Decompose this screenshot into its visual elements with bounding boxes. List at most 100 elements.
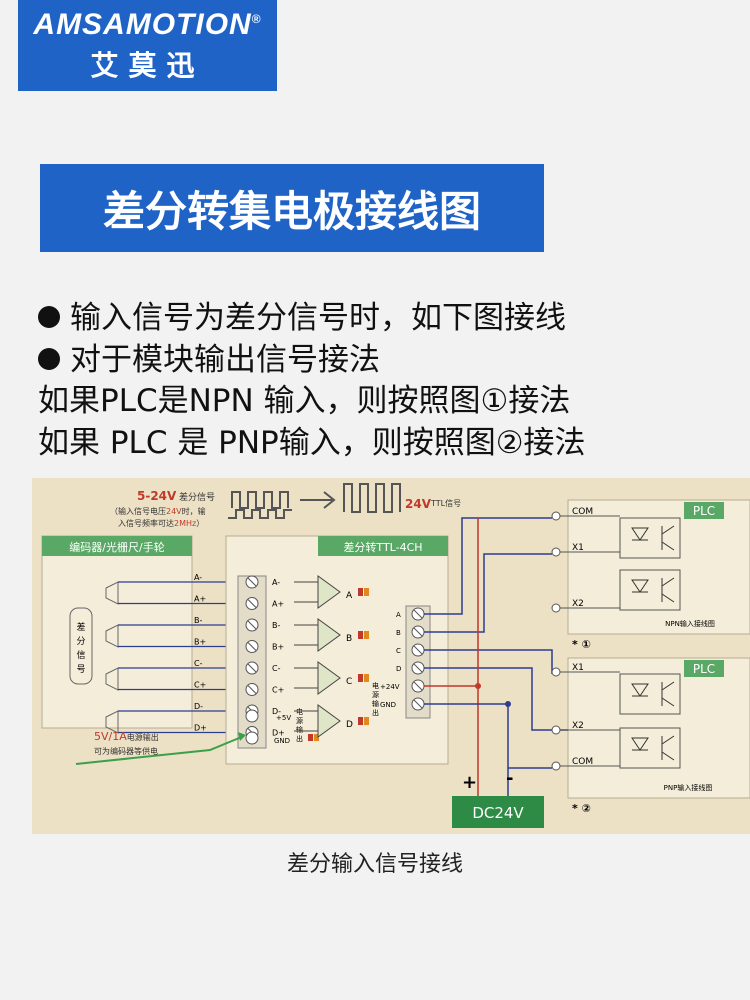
encoder-pin-label: D- xyxy=(194,702,203,711)
svg-text:源: 源 xyxy=(372,690,379,699)
svg-text:输: 输 xyxy=(296,725,303,734)
power-note-2: 可为编码器等供电 xyxy=(94,746,158,756)
module-input-label: A+ xyxy=(272,600,284,609)
encoder-pin-label: B- xyxy=(194,616,202,625)
npn-optocoupler-2 xyxy=(619,569,681,611)
screw-slot xyxy=(247,663,257,673)
led-red xyxy=(358,588,363,596)
pnp-optocoupler-2 xyxy=(619,727,681,769)
led-orange xyxy=(364,588,369,596)
mark-1: * ① xyxy=(572,638,591,651)
led-orange xyxy=(364,674,369,682)
pnp-optocoupler-1 xyxy=(619,673,681,715)
pnp-com-label: COM xyxy=(572,757,593,767)
svg-text:信: 信 xyxy=(76,649,85,661)
svg-text:差: 差 xyxy=(76,621,85,633)
module-title: 差分转TTL-4CH xyxy=(343,540,422,554)
plc-terminal-icon xyxy=(551,547,561,557)
npn-com-label: COM xyxy=(572,507,593,517)
ttl-wave-icon xyxy=(343,483,401,513)
module-input-label: D- xyxy=(272,707,281,716)
mark-2: * ② xyxy=(572,802,591,815)
page-title: 差分转集电极接线图 xyxy=(40,164,544,252)
svg-text:输: 输 xyxy=(372,699,379,708)
brand-cn-name: 艾莫迅 xyxy=(90,49,205,82)
module-output-label: D xyxy=(396,665,401,673)
encoder-title: 编码器/光栅尺/手轮 xyxy=(69,540,164,554)
led-power-red xyxy=(308,734,313,741)
plc-terminal-icon xyxy=(551,511,561,521)
wire-c xyxy=(424,649,553,674)
module-input-label: C+ xyxy=(272,686,284,695)
output-note: TTL信号 xyxy=(430,498,461,508)
npn-x1-label: X1 xyxy=(572,543,584,553)
diff-signal-box xyxy=(69,607,93,685)
text-line-3: 如果PLC是NPN 输入，则按照图①接法 xyxy=(38,383,571,419)
amplifier-icon xyxy=(294,618,341,652)
led-power-orange xyxy=(314,734,319,741)
module-input-label: A- xyxy=(272,578,280,587)
power-term-5v: +5V xyxy=(276,714,291,722)
screw-slot xyxy=(413,663,423,673)
pnp-x1-label: X1 xyxy=(572,663,584,673)
input-voltage-label: 5-24V xyxy=(137,489,177,503)
npn-opto-icon-2 xyxy=(631,577,675,603)
pnp-opto-icon-1 xyxy=(631,681,675,707)
dc24v-label: DC24V xyxy=(472,804,524,822)
screw-slot xyxy=(247,642,257,651)
screw-slot xyxy=(247,685,257,694)
plc-terminal-icon xyxy=(551,761,561,771)
plc-npn-badge xyxy=(684,502,724,519)
svg-text:源: 源 xyxy=(296,716,303,725)
led-red xyxy=(358,674,363,682)
plc-npn-label: PLC xyxy=(693,504,715,518)
module-output-label: B xyxy=(396,629,401,637)
module-output-label: +24V xyxy=(380,683,400,691)
module-input-label: D+ xyxy=(272,729,285,738)
wire-b xyxy=(424,553,552,633)
screw-slot xyxy=(247,577,257,587)
bullet-line-2: 对于模块输出信号接法 xyxy=(38,341,380,379)
screw-slot xyxy=(413,681,423,691)
led-orange xyxy=(364,717,369,725)
supply-minus: - xyxy=(506,768,513,789)
input-note: 差分信号 xyxy=(179,491,215,503)
led-red xyxy=(358,717,363,725)
encoder-pin-label: C- xyxy=(194,659,203,668)
svg-text:出: 出 xyxy=(296,734,303,743)
screw-slot xyxy=(413,645,423,655)
amplifier-icon xyxy=(294,661,341,695)
diff-wave-icon-2 xyxy=(228,509,292,519)
plc-pnp-label: PLC xyxy=(693,662,715,676)
npn-x2-label: X2 xyxy=(572,599,584,609)
channel-label: D xyxy=(346,720,353,730)
module-input-label: B+ xyxy=(272,643,284,652)
module-output-label: GND xyxy=(380,701,396,709)
bullet-line-1: 输入信号为差分信号时，如下图接线 xyxy=(38,299,566,337)
power-term-gnd: GND xyxy=(274,737,290,745)
module-outputs: A B C D +24V GND xyxy=(380,607,425,711)
encoder-pin-label: A- xyxy=(194,573,202,582)
power-arrow-head xyxy=(238,732,246,741)
screw-terminal-icon xyxy=(245,731,259,745)
diff-wave-icon-1 xyxy=(231,491,289,509)
channel-label: B xyxy=(346,634,352,644)
module-header xyxy=(318,536,448,556)
text-line-4: 如果 PLC 是 PNP输入，则按照图②接法 xyxy=(38,425,586,461)
screw-terminal-icon xyxy=(245,709,259,723)
npn-opto-icon-1 xyxy=(631,525,675,551)
plc-npn-box xyxy=(567,499,750,635)
input-sub1: （输入信号电压24V时，输 xyxy=(110,506,206,516)
encoder-pin-label: D+ xyxy=(194,724,207,733)
wiring-diagram: 5-24V 差分信号 （输入信号电压24V时，输 入信号频率可达2MHz） 24… xyxy=(32,478,750,834)
encoder-box xyxy=(41,535,193,729)
module-output-label: A xyxy=(396,611,401,619)
module-output-label: C xyxy=(396,647,401,655)
led-red xyxy=(358,631,363,639)
svg-text:号: 号 xyxy=(76,664,85,675)
pnp-x2-label: X2 xyxy=(572,721,584,731)
screw-slot xyxy=(413,699,423,709)
brand-name: AMSAMOTION® xyxy=(33,8,262,41)
output-wires xyxy=(424,511,620,796)
